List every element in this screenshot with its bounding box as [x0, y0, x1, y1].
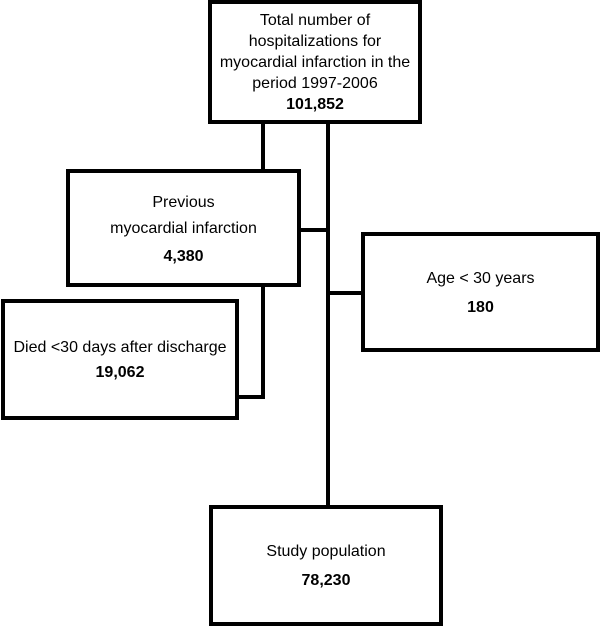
study-label: Study population — [266, 543, 386, 560]
total-label-line-1: Total number of — [259, 12, 371, 29]
died-value: 19,062 — [95, 364, 145, 381]
total-label-line-4: period 1997-2006 — [252, 75, 378, 92]
study-population-box: Study population 78,230 — [209, 505, 443, 626]
previous-mi-value: 4,380 — [163, 248, 204, 265]
age-exclusion-box: Age < 30 years 180 — [361, 232, 600, 352]
total-label-line-2: hospitalizations for — [248, 33, 382, 50]
age-label: Age < 30 years — [426, 269, 535, 287]
previous-mi-label-line-1: Previous — [152, 194, 215, 211]
previous-mi-label-line-2: myocardial infarction — [110, 220, 257, 237]
study-value: 78,230 — [301, 572, 351, 589]
total-hospitalizations-box: Total number of hospitalizations for myo… — [208, 0, 422, 124]
total-label-line-3: myocardial infarction in the — [219, 54, 411, 71]
age-value: 180 — [467, 298, 494, 316]
total-value: 101,852 — [286, 96, 344, 113]
died-label: Died <30 days after discharge — [13, 339, 227, 356]
previous-mi-box: Previous myocardial infarction 4,380 — [66, 169, 301, 287]
died-after-discharge-box: Died <30 days after discharge 19,062 — [1, 299, 239, 420]
